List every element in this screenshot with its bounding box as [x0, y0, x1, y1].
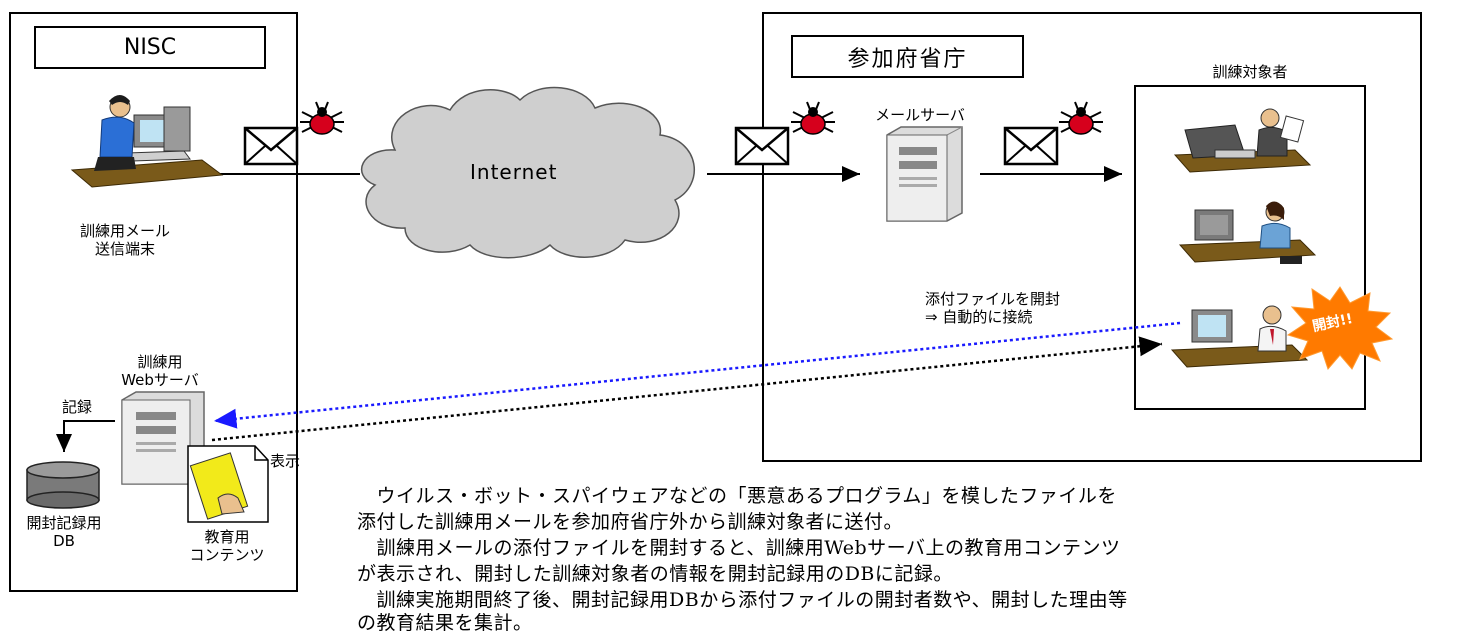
sender-label: 訓練用メール 送信端末 — [70, 222, 180, 258]
envelope-icon — [243, 126, 299, 166]
database-icon — [26, 461, 100, 509]
nisc-title-box: NISC — [34, 26, 266, 69]
ministry-title-box: 参加府省庁 — [791, 35, 1024, 78]
description-line: 添付した訓練用メールを参加府省庁外から訓練対象者に送付。 — [357, 511, 904, 533]
open-note-line1: 添付ファイルを開封 — [925, 290, 1061, 308]
document-icon — [187, 445, 269, 523]
mail-server-label: メールサーバ — [875, 106, 965, 124]
computer-user-icon — [70, 95, 224, 188]
envelope-icon — [1003, 126, 1059, 166]
burst-icon — [1286, 286, 1394, 370]
description-line: 訓練用メールの添付ファイルを開封すると、訓練用Webサーバ上の教育用コンテンツ — [357, 537, 1121, 559]
envelope-icon — [734, 126, 790, 166]
trainees-box — [1134, 85, 1366, 410]
description-line: ウイルス・ボット・スパイウェアなどの「悪意あるプログラム」を模したファイルを — [357, 485, 1117, 507]
black-dotted-arrow — [211, 336, 1163, 442]
nisc-panel — [9, 12, 298, 592]
record-label: 記録 — [62, 398, 93, 416]
db-label: 開封記録用 DB — [14, 514, 114, 550]
sender-label-line1: 訓練用メール — [79, 222, 170, 240]
web-server-label-line2: Webサーバ — [121, 371, 199, 389]
computer-user-icon — [1170, 305, 1309, 368]
content-label-line2: コンテンツ — [189, 546, 265, 564]
server-icon — [121, 391, 205, 485]
web-server-label-line1: 訓練用 — [137, 353, 183, 371]
blue-dotted-arrow — [213, 321, 1181, 429]
open-note: 添付ファイルを開封 ⇒ 自動的に接続 — [925, 290, 1060, 326]
bug-icon — [791, 101, 835, 135]
record-arrow — [56, 420, 115, 452]
display-label: 表示 — [270, 452, 301, 470]
web-server-label: 訓練用 Webサーバ — [108, 353, 212, 389]
db-label-line2: DB — [53, 532, 75, 550]
content-label: 教育用 コンテンツ — [172, 528, 282, 564]
ministry-title: 参加府省庁 — [847, 46, 968, 72]
bug-icon — [300, 101, 344, 135]
ministry-panel — [762, 12, 1422, 462]
description-line: 訓練実施期間終了後、開封記録用DBから添付ファイルの開封者数や、開封した理由等 — [357, 589, 1128, 611]
bug-icon — [1059, 101, 1103, 135]
description-line: の教育結果を集計。 — [357, 612, 533, 634]
sender-label-line2: 送信端末 — [94, 240, 155, 258]
open-note-line2: ⇒ 自動的に接続 — [925, 308, 1033, 326]
trainees-label: 訓練対象者 — [1212, 63, 1288, 81]
content-label-line1: 教育用 — [204, 528, 250, 546]
computer-user-icon — [1173, 108, 1312, 173]
computer-user-icon — [1178, 201, 1317, 264]
cloud-icon — [360, 86, 695, 259]
internet-label: Internet — [470, 160, 558, 184]
description-line: が表示され、開封した訓練対象者の情報を開封記録用のDBに記録。 — [357, 563, 953, 585]
server-icon — [886, 126, 963, 222]
nisc-title: NISC — [123, 35, 177, 60]
db-label-line1: 開封記録用 — [26, 514, 102, 532]
